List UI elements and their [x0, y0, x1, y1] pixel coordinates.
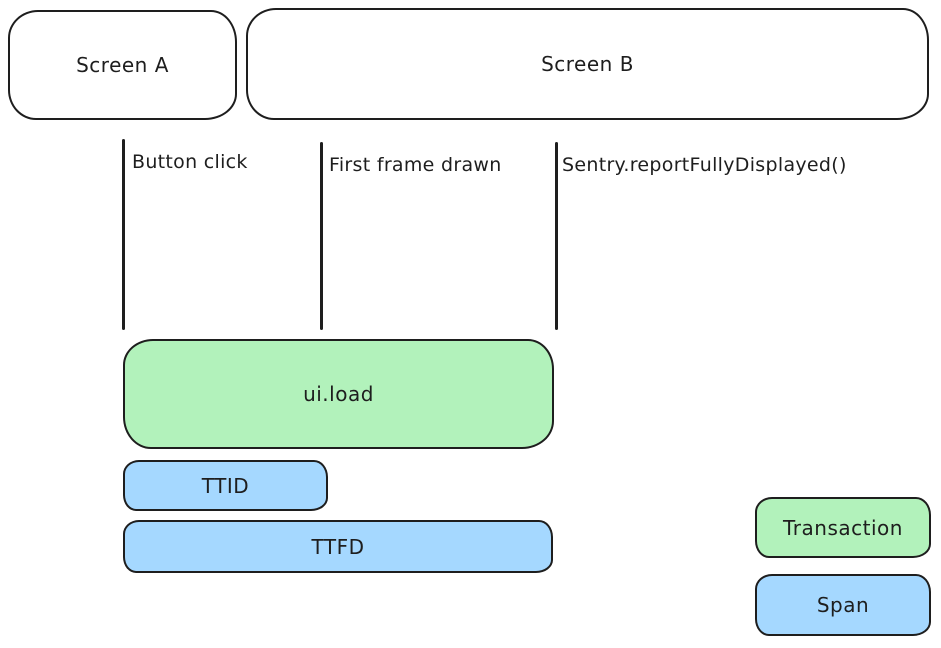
screen-a-box: Screen A [8, 10, 237, 120]
marker-line-report-fully-displayed [555, 142, 558, 330]
marker-label-first-frame-drawn: First frame drawn [329, 154, 502, 176]
screen-a-label: Screen A [76, 53, 169, 77]
ui-load-label: ui.load [303, 382, 374, 406]
marker-label-button-click: Button click [132, 151, 248, 173]
legend-span-label: Span [816, 593, 870, 617]
marker-line-first-frame-drawn [320, 142, 323, 330]
marker-line-button-click [122, 139, 125, 330]
legend-transaction: Transaction [755, 497, 931, 558]
screen-b-box: Screen B [246, 8, 929, 120]
ttid-label: TTID [201, 473, 250, 498]
span-bar-ttid: TTID [123, 460, 328, 511]
screen-b-label: Screen B [541, 52, 634, 76]
legend-transaction-label: Transaction [783, 515, 903, 540]
ttfd-label: TTFD [311, 534, 365, 559]
transaction-bar-ui-load: ui.load [123, 339, 554, 449]
span-bar-ttfd: TTFD [123, 520, 553, 573]
marker-label-report-fully-displayed: Sentry.reportFullyDisplayed() [562, 154, 847, 176]
legend-span: Span [755, 574, 931, 636]
